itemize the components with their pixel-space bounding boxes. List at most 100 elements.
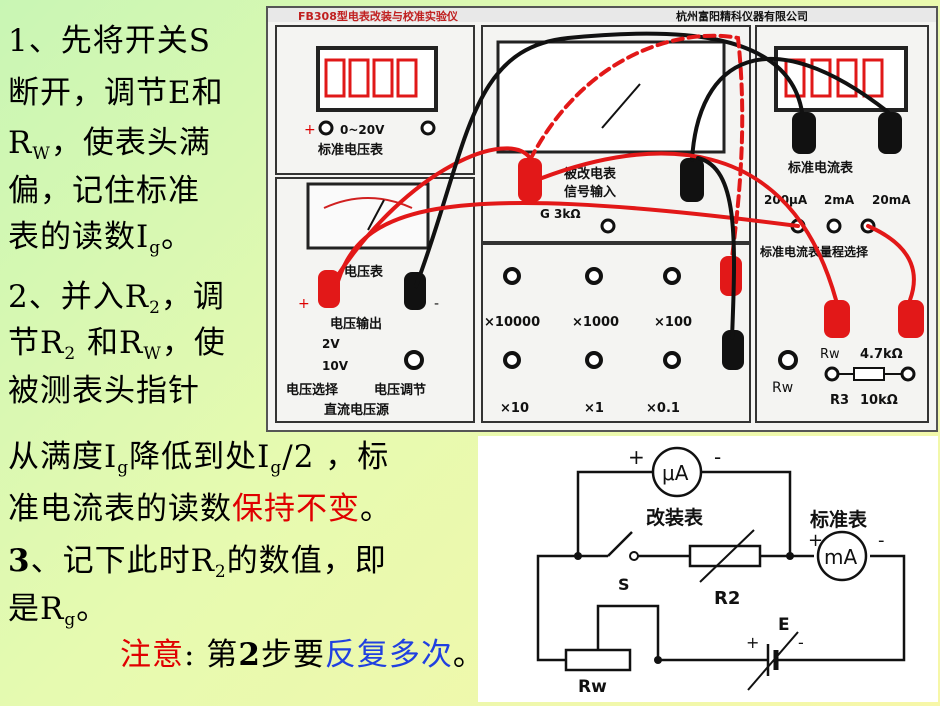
note-line: 注意: 第2步要反复多次。 bbox=[120, 634, 485, 676]
rw-subscript: W bbox=[32, 144, 51, 164]
r3-resistor bbox=[824, 366, 916, 382]
voltage-adjust-knob[interactable] bbox=[404, 350, 424, 370]
std-voltmeter-minus-jack[interactable] bbox=[420, 120, 436, 136]
resistance-box-panel bbox=[481, 243, 751, 423]
std-ammeter-label: 标准电流表 bbox=[787, 160, 854, 176]
range-select-label: 标准电流表量程选择 bbox=[759, 244, 869, 259]
switch-contact bbox=[629, 551, 639, 561]
red-banana-plug[interactable] bbox=[898, 300, 924, 338]
rw-rheostat bbox=[564, 648, 632, 672]
modified-meter-label: 改装表 bbox=[646, 506, 704, 529]
red-banana-plug[interactable] bbox=[824, 300, 850, 338]
ua-symbol: μA bbox=[662, 461, 689, 485]
minus-sign: - bbox=[878, 530, 885, 551]
step2-line5: 准电流表的读数保持不变。 bbox=[8, 488, 392, 530]
black-banana-plug[interactable] bbox=[680, 158, 704, 202]
range-200ua[interactable]: 200μA bbox=[764, 193, 808, 207]
g-resistor-jack[interactable] bbox=[600, 218, 616, 234]
black-banana-plug[interactable] bbox=[878, 112, 902, 154]
ig-subscript: g bbox=[149, 238, 162, 258]
rw-knob[interactable] bbox=[778, 350, 798, 370]
multiplier-100: ×100 bbox=[654, 315, 692, 330]
step2-line4-text: 从满度I bbox=[8, 439, 118, 475]
rw-subscript: W bbox=[143, 344, 162, 364]
step2-line2-text: 节R bbox=[8, 325, 65, 361]
rw-value: 4.7kΩ bbox=[860, 347, 903, 362]
step3-number: 3 bbox=[8, 543, 31, 579]
step1-line2-text: 断开，调节E和 bbox=[8, 75, 224, 111]
standard-meter-label: 标准表 bbox=[810, 508, 868, 531]
r3-value: 10kΩ bbox=[860, 393, 898, 408]
header-strip bbox=[268, 8, 936, 22]
circuit-schematic: μA + - 改装表 S R2 mA + - 标准表 Rw E + - bbox=[478, 436, 938, 702]
ig-subscript: g bbox=[270, 458, 283, 478]
r2-label: R2 bbox=[714, 588, 740, 609]
red-banana-plug[interactable] bbox=[720, 256, 742, 296]
step2-line2-end: ，使 bbox=[161, 325, 226, 361]
header-left-text: FB308型电表改装与校准实验仪 bbox=[298, 9, 459, 23]
option-10v[interactable]: 10V bbox=[322, 359, 349, 373]
apparatus-drawing: FB308型电表改装与校准实验仪 杭州富阳精科仪器有限公司 + 0~20V 标准… bbox=[268, 8, 936, 423]
meter-under-test bbox=[496, 40, 726, 154]
step2-line3: 被测表头指针 bbox=[8, 370, 200, 412]
std-voltmeter-label: 标准电压表 bbox=[317, 142, 384, 158]
e-label: E bbox=[778, 615, 790, 635]
rg-subscript: g bbox=[64, 610, 77, 630]
r2-subscript: 2 bbox=[214, 562, 227, 582]
plus-sign: + bbox=[298, 296, 310, 312]
step3-line2-text: 是R bbox=[8, 591, 65, 627]
option-2v[interactable]: 2V bbox=[322, 337, 340, 351]
step2-line4-mid: 降低到处I bbox=[129, 439, 271, 475]
keep-unchanged-highlight: 保持不变 bbox=[232, 491, 360, 527]
black-banana-plug[interactable] bbox=[404, 272, 426, 310]
multiplier-knobs bbox=[503, 267, 681, 369]
std-voltmeter-plus-jack[interactable] bbox=[318, 120, 334, 136]
meter-signal-label-2: 信号输入 bbox=[564, 184, 616, 200]
rw-label: Rw bbox=[578, 677, 607, 697]
std-voltmeter-display bbox=[316, 46, 438, 112]
step3-line2-end: 。 bbox=[76, 591, 109, 627]
multiplier-1000: ×1000 bbox=[572, 315, 619, 330]
step2-line1-text: 2、并入R bbox=[8, 279, 150, 315]
plus-sign: + bbox=[628, 445, 645, 469]
meter-signal-label-1: 被改电表 bbox=[563, 166, 617, 182]
red-banana-plug[interactable] bbox=[318, 270, 340, 308]
note-mid: 步要 bbox=[260, 637, 325, 673]
schematic-drawing: μA + - 改装表 S R2 mA + - 标准表 Rw E + - bbox=[536, 445, 906, 697]
rw-symbol: R bbox=[8, 125, 33, 161]
step3-line2: 是Rg。 bbox=[8, 588, 108, 641]
multiplier-10: ×10 bbox=[500, 401, 529, 416]
voltmeter-digits bbox=[324, 58, 418, 98]
red-banana-plug[interactable] bbox=[518, 158, 542, 202]
switch-label: S bbox=[618, 575, 630, 594]
note-text: : 第 bbox=[184, 637, 239, 673]
range-20ma[interactable]: 20mA bbox=[872, 193, 911, 207]
r2-subscript: 2 bbox=[64, 344, 77, 364]
step1-line5-end: 。 bbox=[161, 219, 194, 255]
note-step-number: 2 bbox=[238, 637, 261, 673]
black-banana-plug[interactable] bbox=[722, 330, 744, 370]
meter-input-panel bbox=[481, 25, 751, 243]
milliammeter-symbol bbox=[816, 530, 868, 582]
meter-needle bbox=[601, 83, 641, 129]
step1-line4-text: 偏，记住标准 bbox=[8, 173, 200, 209]
rw-knob-label: Rw bbox=[772, 380, 793, 396]
note-label: 注意 bbox=[120, 637, 184, 673]
range-2ma[interactable]: 2mA bbox=[824, 193, 855, 207]
minus-sign: - bbox=[434, 296, 439, 312]
step1-line4: 偏，记住标准 bbox=[8, 170, 200, 212]
r2-subscript: 2 bbox=[149, 298, 161, 318]
black-banana-plug[interactable] bbox=[792, 112, 816, 154]
plus-sign: + bbox=[808, 530, 823, 551]
step1-line1: 1、先将开关S bbox=[8, 20, 211, 62]
multiplier-0.1: ×0.1 bbox=[646, 401, 680, 416]
step1-line5-text: 表的读数I bbox=[8, 219, 150, 255]
plus-sign: + bbox=[304, 122, 316, 138]
step3-line1: 3、记下此时R2的数值，即 bbox=[8, 540, 387, 593]
minus-sign: - bbox=[798, 633, 804, 652]
step2-line4: 从满度Ig降低到处Ig/2 ，标 bbox=[8, 436, 389, 489]
multiplier-10000: ×10000 bbox=[484, 315, 540, 330]
ma-symbol: mA bbox=[824, 545, 857, 569]
step2-line4-end: /2 ，标 bbox=[282, 439, 390, 475]
step2-line1: 2、并入R2，调 bbox=[8, 276, 225, 329]
